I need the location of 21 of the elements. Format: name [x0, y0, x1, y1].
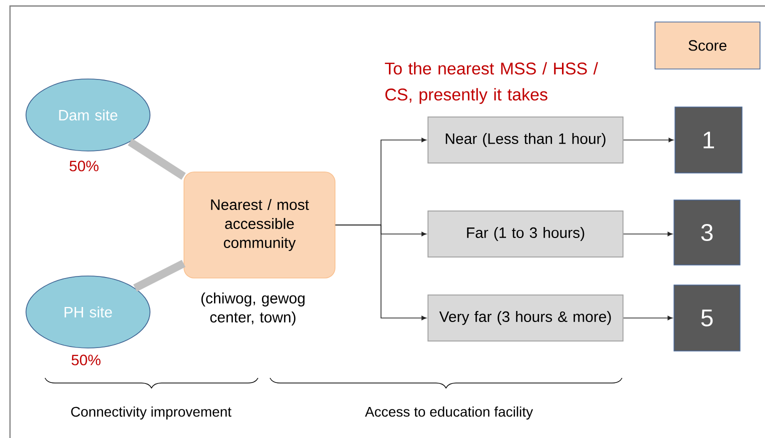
percentage-label: 50%: [70, 160, 98, 172]
community-box: Nearest / most accessible community: [184, 172, 336, 278]
category-box: Very far (3 hours & more): [428, 294, 624, 342]
score-box: 1: [674, 106, 742, 174]
percentage-label: 50%: [72, 354, 100, 366]
category-box: Far (1 to 3 hours): [428, 210, 624, 258]
node-caption: (chiwog, gewog center, town): [201, 292, 305, 326]
arrow: [335, 224, 426, 320]
score-box: 5: [674, 284, 740, 352]
category-box: Near (Less than 1 hour): [428, 116, 624, 164]
connector-bar: [133, 260, 186, 292]
brace-label: Connectivity improvement: [71, 406, 232, 420]
brace-label: Access to education facility: [365, 406, 533, 420]
arrow: [623, 316, 672, 320]
connector-bar: [128, 138, 186, 180]
ellipse-node: PH site: [26, 276, 150, 348]
score-box: 3: [674, 200, 740, 266]
arrow: [623, 232, 672, 236]
arrow: [623, 138, 674, 142]
score-key-box: Score: [654, 22, 760, 70]
ellipse-node: Dam site: [26, 78, 150, 152]
